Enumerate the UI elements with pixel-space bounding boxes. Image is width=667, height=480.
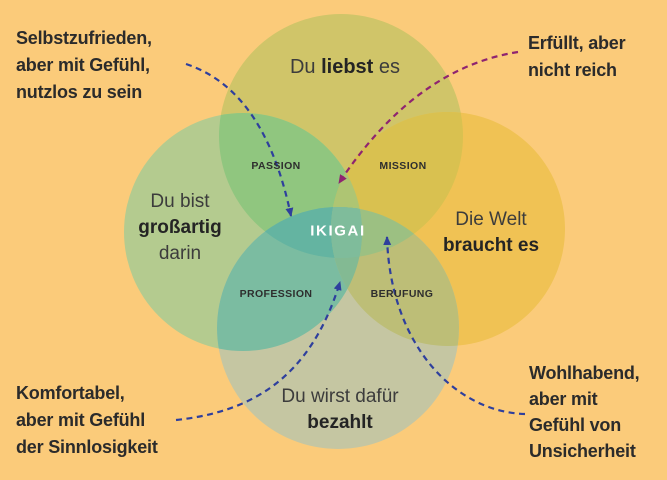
circle-top-label-pre: Du	[289, 56, 322, 78]
corner-note-top-left: Selbstzufrieden, aber mit Gefühl, nutzlo…	[16, 25, 152, 106]
corner-note-line: aber mit	[529, 389, 598, 409]
circle-left-label-line2: großartig	[138, 217, 222, 238]
corner-note-line: Komfortabel,	[16, 383, 125, 403]
circle-top-label-bold: liebst	[321, 56, 374, 78]
arrow-bottom-right	[383, 236, 526, 416]
circle-left-label-line1: Du bist	[150, 191, 210, 212]
corner-note-line: der Sinnlosigkeit	[16, 437, 158, 457]
corner-note-line: nicht reich	[528, 60, 617, 80]
ikigai-label: IKIGAI	[310, 222, 366, 240]
circle-bottom-label: Du wirst dafür bezahlt	[281, 384, 398, 436]
corner-note-line: Unsicherheit	[529, 441, 636, 461]
profession-label: PROFESSION	[239, 288, 313, 300]
circle-left-label: Du bist großartig darin	[138, 189, 221, 267]
berufung-label: BERUFUNG	[370, 288, 434, 300]
arrow-top-right	[338, 50, 519, 184]
corner-note-line: Selbstzufrieden,	[16, 28, 152, 48]
corner-note-line: Wohlhabend,	[529, 363, 640, 383]
circle-bottom-label-line1: Du wirst dafür	[281, 386, 399, 407]
circle-top-label: Du liebst es	[290, 54, 400, 80]
corner-note-bottom-left: Komfortabel, aber mit Gefühl der Sinnlos…	[16, 380, 158, 461]
circle-right-label: Die Welt braucht es	[443, 207, 539, 259]
mission-label: MISSION	[379, 160, 427, 172]
corner-note-bottom-right: Wohlhabend, aber mit Gefühl von Unsicher…	[529, 360, 640, 464]
circle-left-label-line3: darin	[158, 243, 202, 264]
corner-note-line: nutzlos zu sein	[16, 82, 143, 102]
arrow-bottom-left	[175, 281, 342, 422]
circle-bottom-label-line2: bezahlt	[307, 412, 373, 433]
corner-note-line: aber mit Gefühl	[16, 410, 146, 430]
arrow-top-left	[185, 62, 294, 217]
corner-note-line: Gefühl von	[529, 415, 621, 435]
circle-right-label-line2: braucht es	[442, 235, 540, 256]
corner-note-line: Erfüllt, aber	[528, 33, 626, 53]
circle-right-label-line1: Die Welt	[455, 209, 527, 230]
circle-top-label-post: es	[373, 56, 401, 78]
corner-note-line: aber mit Gefühl,	[16, 55, 150, 75]
passion-label: PASSION	[251, 160, 301, 172]
corner-note-top-right: Erfüllt, aber nicht reich	[528, 30, 626, 84]
